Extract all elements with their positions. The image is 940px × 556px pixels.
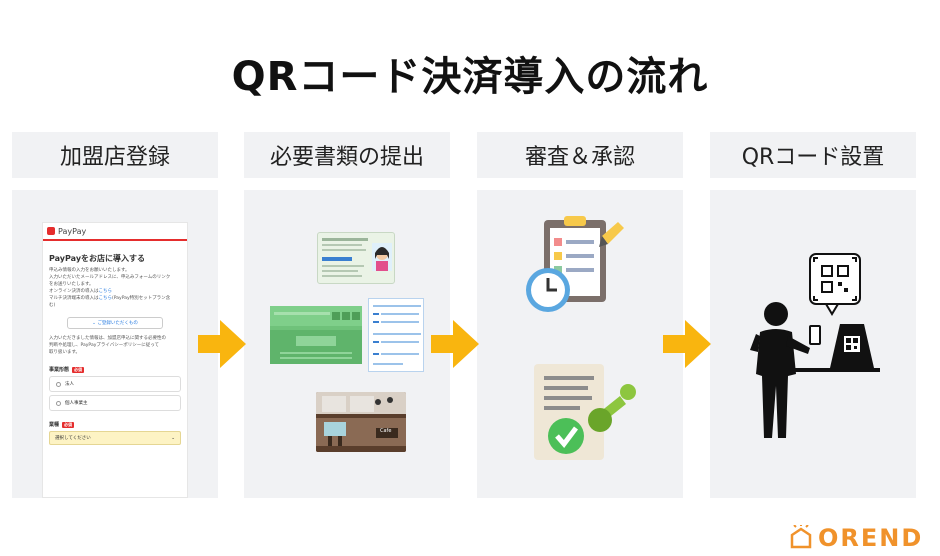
- radio-sole-proprietor[interactable]: 個人事業主: [49, 395, 181, 411]
- form-header: PayPay: [43, 223, 187, 241]
- logo-text: OREND: [818, 524, 924, 552]
- cafe-icon: [316, 392, 406, 452]
- orend-logo: OREND: [788, 524, 923, 552]
- form-brand: PayPay: [58, 226, 87, 236]
- page-title: QRコード決済導入の流れ: [231, 54, 709, 100]
- clipboard-clock-icon: [526, 216, 624, 312]
- multi-link[interactable]: こちら: [98, 296, 113, 301]
- house-logo-icon: [790, 525, 812, 549]
- industry-select[interactable]: 選択してください ⌄: [49, 431, 181, 445]
- paypay-form-screenshot: PayPay PayPayをお店に導入する 申込み情報の入力をお願いいたします。…: [42, 222, 188, 498]
- step-header-documents: 必要書類の提出: [244, 132, 450, 178]
- form-notice-line: 取り扱います。: [49, 350, 81, 355]
- radio-label: 個人事業主: [65, 401, 88, 406]
- chevron-down-icon: ⌄: [171, 435, 175, 441]
- form-text-line: む): [49, 303, 56, 308]
- form-text-line: 申込み情報の入力をお願いいたします。: [49, 268, 130, 273]
- form-text-line: 入力いただいたメールアドレスに、申込みフォームのリンク: [49, 275, 171, 280]
- radio-label: 法人: [65, 382, 74, 387]
- shop-photo-illustration: Cafe: [316, 392, 406, 452]
- radio-circle-icon: [56, 381, 61, 387]
- form-text-line: をお送りいたします。: [49, 282, 94, 287]
- approval-stamp-icon: [534, 364, 636, 460]
- registration-items-button[interactable]: ⌄ ご登録いただくもの: [67, 317, 163, 329]
- bankbook-illustration: [270, 306, 362, 364]
- required-badge: 必須: [72, 366, 85, 373]
- arrow-right-icon: [663, 320, 711, 368]
- industry-text: 業種: [49, 422, 60, 428]
- form-heading: PayPayをお店に導入する: [49, 254, 146, 263]
- form-multi-line: マルチ決済端末の導入はこちら(PayPay特別セットプラン含: [49, 295, 187, 302]
- drivers-license-icon: [322, 238, 392, 277]
- document-icon: [373, 305, 421, 365]
- person-scanning-qr-icon: [750, 253, 880, 438]
- form-online-line: オンライン決済の導入はこちら: [49, 288, 187, 295]
- arrow-right-icon: [198, 320, 246, 368]
- form-notice-line: 入力いただきました情報は、加盟店申込に関する必要性の: [49, 336, 166, 341]
- step-header-registration: 加盟店登録: [12, 132, 218, 178]
- radio-corporation[interactable]: 法人: [49, 376, 181, 392]
- business-type-text: 事業形態: [49, 367, 70, 373]
- chevron-down-icon: ⌄: [92, 320, 98, 326]
- radio-circle-icon: [56, 400, 61, 406]
- industry-label: 業種 必須: [49, 421, 187, 428]
- select-placeholder: 選択してください: [55, 436, 91, 441]
- form-notice-line: 判断や処理し、PayPayプライバシーポリシーに従って: [49, 343, 160, 348]
- arrow-right-icon: [431, 320, 479, 368]
- shop-sign: Cafe: [380, 428, 392, 434]
- paypay-logo-icon: [47, 227, 55, 235]
- multi-prefix: マルチ決済端末の導入は: [49, 296, 99, 301]
- business-type-label: 事業形態 必須: [49, 366, 187, 373]
- step-header-review: 審査＆承認: [477, 132, 683, 178]
- id-card-illustration: [317, 232, 395, 284]
- document-sheet-illustration: [368, 298, 424, 372]
- online-link[interactable]: こちら: [98, 289, 113, 294]
- registration-items-label: ご登録いただくもの: [97, 321, 138, 326]
- online-prefix: オンライン決済の導入は: [49, 289, 99, 294]
- step-header-qr-install: QRコード設置: [710, 132, 916, 178]
- multi-suffix: (PayPay特別セットプラン含: [112, 296, 171, 301]
- bankbook-icon: [270, 306, 362, 364]
- required-badge: 必須: [62, 421, 75, 428]
